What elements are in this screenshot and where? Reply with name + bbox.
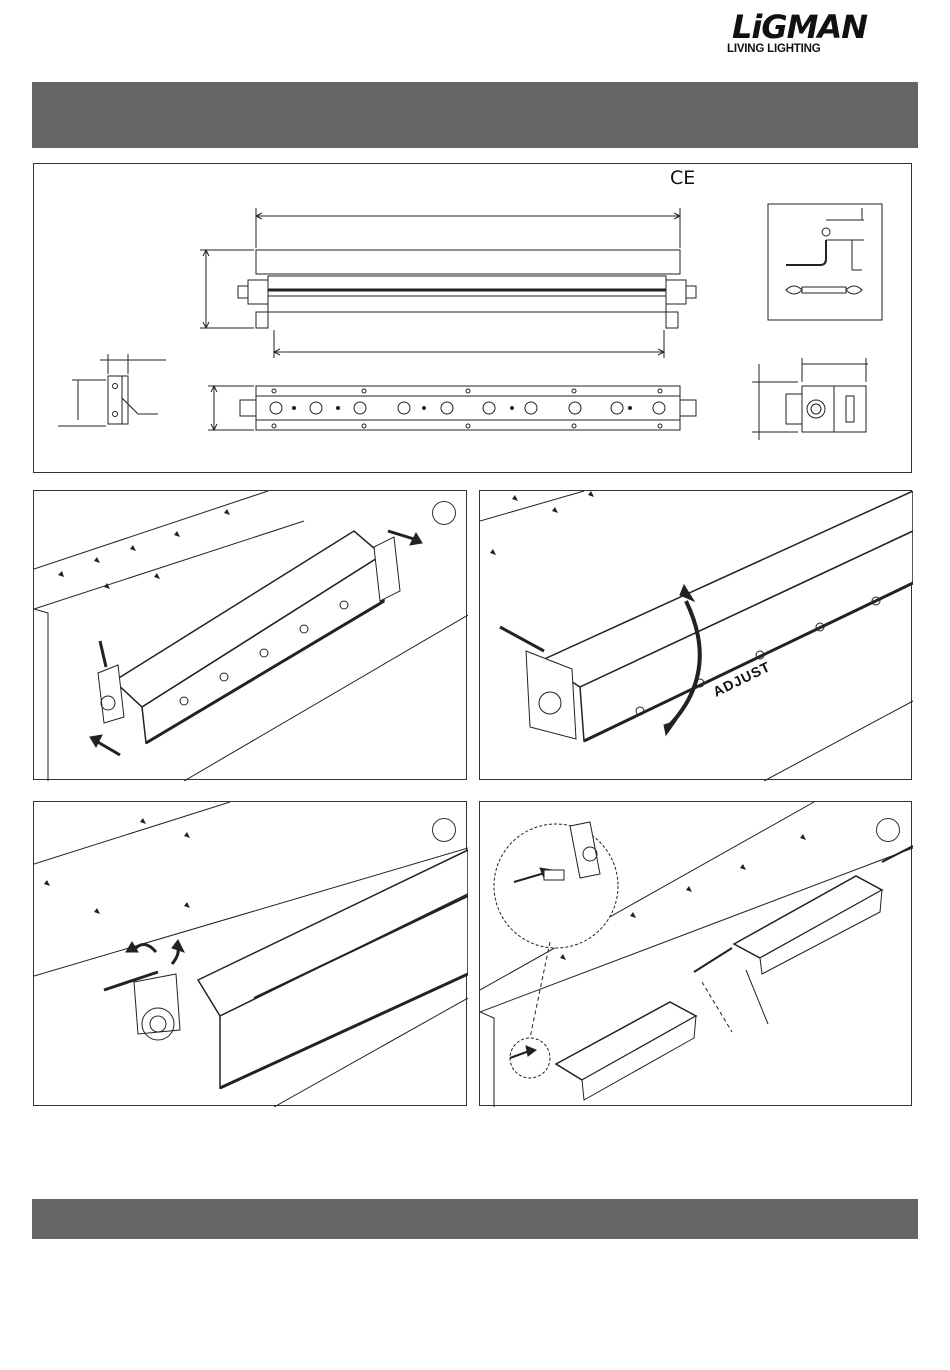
step-2-illustration: ADJUST xyxy=(480,491,913,781)
dimension-drawing-panel: CE xyxy=(33,163,912,473)
step-4-illustration xyxy=(480,802,913,1107)
fixture-top-view xyxy=(238,250,696,328)
step-4-panel xyxy=(479,801,912,1106)
footer-bar xyxy=(32,1199,918,1239)
step-3-panel xyxy=(33,801,467,1106)
brand-logo: LiGMAN LIVING LIGHTING xyxy=(722,8,922,60)
header-bar xyxy=(32,82,918,148)
step-1-illustration xyxy=(34,491,468,781)
fixture-end-view xyxy=(752,358,868,440)
logo-wordmark: LiGMAN xyxy=(732,8,867,46)
step-1-panel xyxy=(33,490,467,780)
bracket-detail xyxy=(58,354,166,426)
fixture-front-view xyxy=(240,386,696,430)
dimension-drawings xyxy=(34,164,913,474)
step-2-panel: ADJUST xyxy=(479,490,912,780)
step-3-illustration xyxy=(34,802,468,1107)
logo-tagline: LIVING LIGHTING xyxy=(727,43,820,55)
tools-box xyxy=(768,204,882,320)
